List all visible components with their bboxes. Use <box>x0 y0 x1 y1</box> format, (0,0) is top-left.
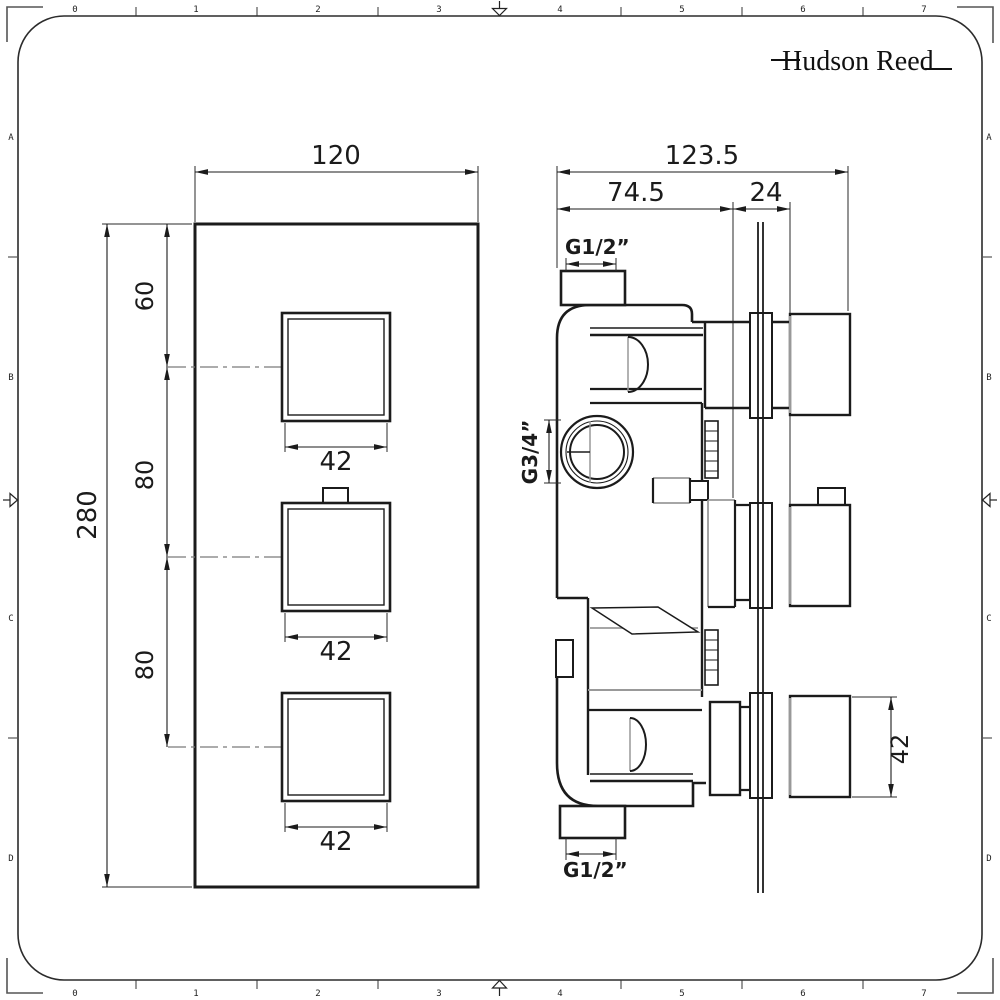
corner-bracket-top-left <box>6 6 43 42</box>
dim-width-label: 120 <box>311 141 361 171</box>
dim-depth-total: 123.5 <box>557 141 848 175</box>
corner-bracket-bottom-left <box>6 958 43 994</box>
dim-trim-label: 24 <box>749 178 782 208</box>
ruler-letter: B <box>8 373 13 383</box>
left-ruler: A B C D <box>3 133 19 864</box>
dim-pitch1-label: 80 <box>131 460 159 491</box>
ruler-number: 6 <box>800 989 805 999</box>
inlet-boss <box>559 414 635 490</box>
ruler-letter: A <box>8 133 14 143</box>
ruler-number: 4 <box>557 5 562 15</box>
side-handle-tab <box>817 487 846 506</box>
thread-top-label: G1/2” <box>565 235 630 259</box>
center-marker-icon <box>9 492 19 508</box>
inlet-stub-top <box>559 269 627 307</box>
dim-thread-top: G1/2” <box>565 235 630 271</box>
inlet-stub-bottom <box>558 804 627 840</box>
center-marker-icon <box>981 492 991 508</box>
dim-height: 280 <box>73 223 192 888</box>
dim-handle2-label: 42 <box>319 637 352 667</box>
ruler-letter: D <box>8 854 13 864</box>
handle-square-2 <box>280 487 392 613</box>
cartridge-top <box>703 322 790 410</box>
diverter-wedge <box>589 606 701 635</box>
ruler-letter: B <box>986 373 991 383</box>
ruler-letter: C <box>986 614 991 624</box>
dim-handle1-label: 42 <box>319 447 352 477</box>
side-port <box>555 639 574 678</box>
dim-body-label: 74.5 <box>607 178 665 208</box>
right-ruler: A B C D <box>981 133 997 864</box>
brand-logo: Hudson Reed <box>771 46 952 77</box>
center-marker-icon <box>491 979 508 989</box>
dim-side-handle: 42 <box>852 696 914 798</box>
ruler-number: 1 <box>193 5 198 15</box>
ruler-number: 5 <box>679 989 684 999</box>
dim-total-label: 123.5 <box>665 141 739 171</box>
ruler-letter: D <box>986 854 991 864</box>
front-view: 120 280 60 80 80 <box>73 141 480 889</box>
dim-handle-1: 42 <box>284 423 388 477</box>
ruler-ticks <box>983 256 992 739</box>
dim-handle-3: 42 <box>284 803 388 857</box>
cartridge-bottom <box>708 700 750 797</box>
flange-top <box>749 312 773 419</box>
adjuster-bolt-lower <box>704 629 719 686</box>
dim-offset-label: 60 <box>131 281 159 312</box>
ruler-number: 0 <box>72 5 77 15</box>
ruler-number: 5 <box>679 5 684 15</box>
ruler-number: 1 <box>193 989 198 999</box>
corner-bracket-bottom-right <box>957 958 994 994</box>
ruler-ticks <box>8 256 17 739</box>
wall-plate <box>757 222 764 893</box>
dim-thread-bottom: G1/2” <box>563 838 628 882</box>
ruler-letter: A <box>986 133 992 143</box>
ruler-letter: C <box>8 614 13 624</box>
ruler-number: 2 <box>315 989 320 999</box>
side-handle-2 <box>788 487 852 608</box>
dim-depth-trim: 24 <box>733 178 790 212</box>
center-marker-icon <box>491 7 508 17</box>
cartridge-mid <box>707 499 750 609</box>
dim-spacing-chain: 60 80 80 <box>131 224 170 747</box>
side-view: 123.5 74.5 24 <box>518 141 914 893</box>
handle-tab <box>322 487 349 505</box>
flange-bottom <box>749 692 773 799</box>
logo-text: Hudson Reed <box>782 46 934 77</box>
dim-pitch2-label: 80 <box>131 650 159 681</box>
bore-arc <box>629 717 647 772</box>
valve-body <box>555 269 790 840</box>
handle-square-3 <box>280 691 392 803</box>
ruler-number: 2 <box>315 5 320 15</box>
thread-bottom-label: G1/2” <box>563 858 628 882</box>
dim-depth-body: 74.5 <box>557 178 733 212</box>
top-ruler: 0 1 2 3 4 5 6 7 <box>72 1 927 17</box>
side-handle-1 <box>788 312 852 417</box>
dim-handle3-label: 42 <box>319 827 352 857</box>
bore-arc <box>627 336 649 393</box>
ruler-number: 0 <box>72 989 77 999</box>
flange-mid <box>749 502 773 609</box>
ruler-number: 6 <box>800 5 805 15</box>
connector-pipe <box>651 477 709 504</box>
corner-bracket-top-right <box>957 6 994 43</box>
ruler-number: 3 <box>436 989 441 999</box>
ruler-number: 7 <box>921 989 926 999</box>
ruler-number: 7 <box>921 5 926 15</box>
dim-handle-2: 42 <box>284 613 388 667</box>
handle-square-1 <box>280 311 392 423</box>
ruler-number: 4 <box>557 989 562 999</box>
ruler-ticks <box>135 980 864 989</box>
sheet-frame: 0 1 2 3 4 5 6 7 0 1 2 3 4 5 6 7 <box>3 1 997 999</box>
dim-side-handle-label: 42 <box>886 734 914 765</box>
dim-width: 120 <box>194 141 479 222</box>
ruler-number: 3 <box>436 5 441 15</box>
bottom-ruler: 0 1 2 3 4 5 6 7 <box>72 979 927 999</box>
dim-thread-mid: G3/4” <box>518 419 561 485</box>
ruler-ticks <box>135 7 864 16</box>
adjuster-bolt-upper <box>704 420 719 479</box>
dim-height-label: 280 <box>73 490 103 540</box>
thread-mid-label: G3/4” <box>518 420 542 485</box>
side-handle-3 <box>788 694 852 799</box>
